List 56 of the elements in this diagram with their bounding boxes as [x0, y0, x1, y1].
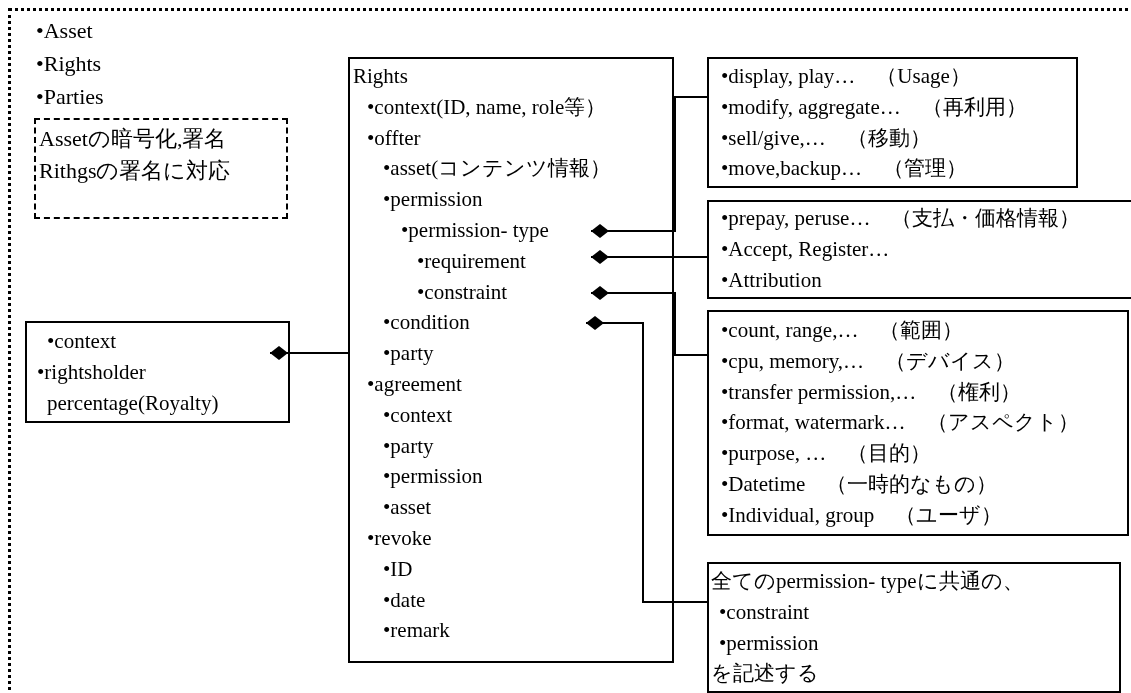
note-text: •constraint	[719, 598, 811, 626]
attribute-text: •move,backup… （管理）	[721, 155, 968, 183]
list-item: •Asset	[36, 17, 93, 45]
attribute-text: •Accept, Register…	[721, 235, 891, 263]
attribute-text: •remark	[383, 617, 451, 645]
list-item: •Parties	[36, 83, 104, 111]
list-item: •Rights	[36, 50, 102, 78]
attribute-text: Rights	[353, 63, 409, 90]
note-box	[707, 562, 1121, 693]
composition-connector	[590, 96, 708, 238]
composition-connector	[590, 286, 708, 356]
attribute-text: •asset	[383, 494, 433, 522]
attribute-text: •permission	[383, 463, 484, 491]
attribute-text: •permission- type	[401, 217, 550, 244]
attribute-text: •display, play… （Usage）	[721, 63, 972, 90]
attribute-text: •Individual, group （ユーザ）	[721, 501, 1004, 529]
attribute-text: •constraint	[417, 278, 509, 306]
attribute-text: •cpu, memory,… （デバイス）	[721, 347, 1017, 375]
class-box	[707, 310, 1129, 536]
attribute-text: •revoke	[367, 524, 433, 552]
note-text: 全てのpermission- typeに共通の、	[711, 568, 1025, 595]
attribute-text: •party	[383, 340, 435, 368]
class-box	[25, 321, 290, 423]
attribute-text: •Datetime （一時的なもの）	[721, 471, 999, 498]
attribute-text: •ID	[383, 555, 414, 583]
note-text: を記述する	[711, 660, 820, 688]
attribute-text: •modify, aggregate… （再利用）	[721, 93, 1028, 121]
note-box	[34, 118, 288, 219]
attribute-text: •party	[383, 432, 435, 460]
attribute-text: •count, range,… （範囲）	[721, 317, 965, 344]
attribute-text: •permission	[383, 186, 484, 214]
attribute-text: •format, watermark… （アスペクト）	[721, 409, 1080, 437]
class-box	[707, 200, 1131, 299]
attribute-text: •context(ID, name, role等）	[367, 93, 608, 121]
composition-connector	[590, 250, 708, 264]
attribute-text: •offter	[367, 124, 422, 152]
composition-connector	[585, 316, 708, 603]
attribute-text: •rightsholder	[37, 358, 147, 386]
attribute-text: •purpose, … （目的）	[721, 440, 933, 468]
note-text: Assetの暗号化,署名Rithgsの署名に対応	[39, 125, 232, 185]
note-text: •permission	[719, 629, 820, 657]
attribute-text: •context	[47, 328, 118, 355]
composition-connector	[269, 346, 349, 360]
attribute-text: •asset(コンテンツ情報）	[383, 155, 613, 183]
attribute-text: •prepay, peruse… （支払・価格情報）	[721, 205, 1082, 232]
attribute-text: •date	[383, 586, 427, 614]
attribute-text: •context	[383, 401, 454, 429]
attribute-text: •sell/give,… （移動）	[721, 124, 932, 152]
attribute-text: •condition	[383, 309, 471, 337]
attribute-text: •Attribution	[721, 266, 823, 294]
class-box	[348, 57, 674, 663]
attribute-text: •transfer permission,… （権利）	[721, 378, 1023, 406]
attribute-text: percentage(Royalty)	[47, 389, 220, 417]
attribute-text: •agreement	[367, 370, 463, 398]
class-box	[707, 57, 1078, 188]
attribute-text: •requirement	[417, 247, 527, 275]
